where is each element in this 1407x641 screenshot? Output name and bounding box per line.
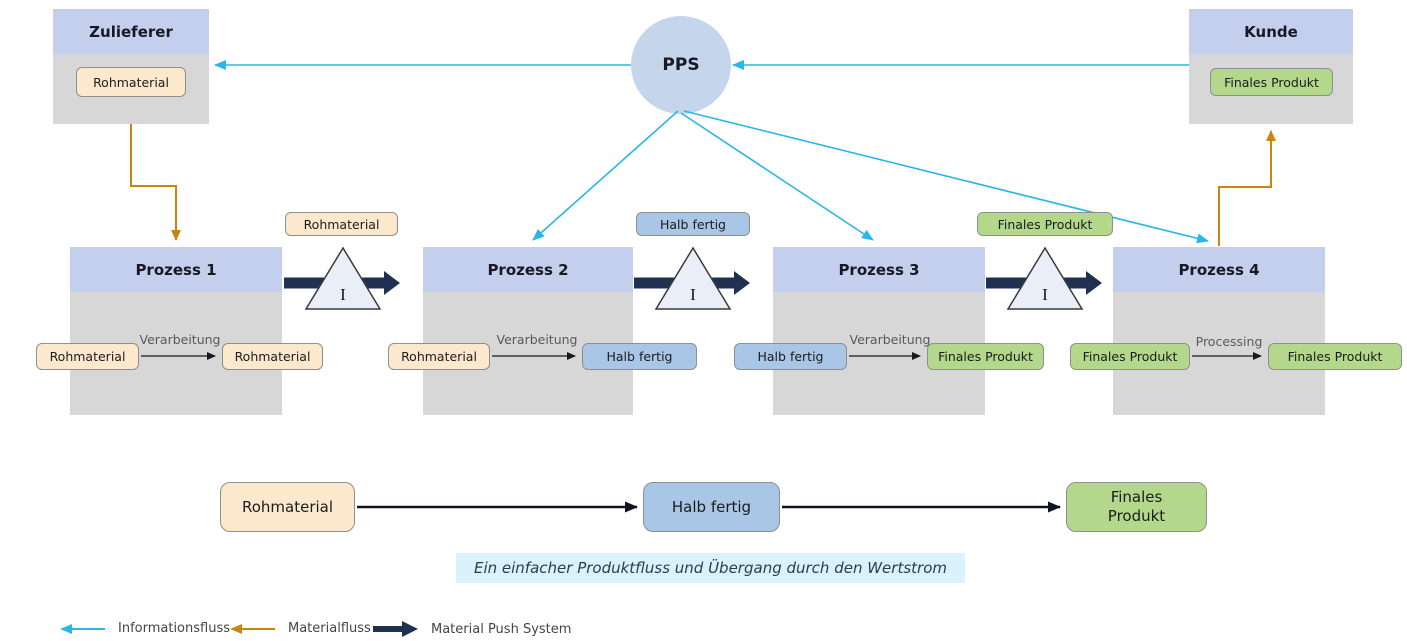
- info-flow-arrow-icon: [60, 623, 105, 634]
- process-3-box: Prozess 3: [773, 247, 985, 415]
- process-3-input-pill: Halb fertig: [734, 343, 847, 370]
- process-1-input-pill: Rohmaterial: [36, 343, 139, 370]
- flow-stage-rohmaterial: Rohmaterial: [220, 482, 355, 532]
- customer-item-pill: Finales Produkt: [1210, 68, 1333, 96]
- inventory-triangle-2: I: [654, 246, 732, 310]
- legend-label: Informationsfluss: [118, 621, 230, 636]
- legend-label: Materialfluss: [288, 621, 371, 636]
- inventory-label-1: I: [340, 285, 346, 304]
- process-1-title: Prozess 1: [70, 247, 282, 292]
- legend-informationsfluss: Informationsfluss: [60, 621, 230, 636]
- process-3-output-pill: Finales Produkt: [927, 343, 1044, 370]
- buffer-pill-rohmaterial: Rohmaterial: [285, 212, 398, 236]
- buffer-pill-halb-fertig: Halb fertig: [636, 212, 750, 236]
- legend-label: Material Push System: [431, 621, 572, 637]
- supplier-box: Zulieferer Rohmaterial: [53, 9, 209, 124]
- inventory-triangle-1: I: [304, 246, 382, 310]
- supplier-body: Rohmaterial: [53, 54, 209, 124]
- push-arrow-2: [634, 271, 750, 295]
- process-1-action-label: Verarbeitung: [139, 332, 221, 347]
- push-arrow-3: [986, 271, 1102, 295]
- process-2-box: Prozess 2: [423, 247, 633, 415]
- material-flow-supplier-to-process-1: [130, 124, 181, 241]
- pps-circle: PPS: [631, 16, 731, 114]
- push-arrow-1: [284, 271, 400, 295]
- inventory-triangle-3: I: [1006, 246, 1084, 310]
- material-flow-arrow-icon: [230, 623, 275, 634]
- customer-body: Finales Produkt: [1189, 54, 1353, 124]
- material-flow-process-4-to-customer: [1218, 130, 1276, 246]
- process-1-box: Prozess 1: [70, 247, 282, 415]
- inventory-label-3: I: [1042, 285, 1048, 304]
- process-3-title: Prozess 3: [773, 247, 985, 292]
- process-2-output-pill: Halb fertig: [582, 343, 697, 370]
- process-2-action-label: Verarbeitung: [496, 332, 578, 347]
- supplier-item-pill: Rohmaterial: [76, 67, 186, 97]
- supplier-title: Zulieferer: [53, 9, 209, 54]
- push-arrow-icon: [373, 621, 418, 637]
- process-4-input-pill: Finales Produkt: [1070, 343, 1190, 370]
- inventory-label-2: I: [690, 285, 696, 304]
- process-2-title: Prozess 2: [423, 247, 633, 292]
- process-2-input-pill: Rohmaterial: [388, 343, 490, 370]
- flow-stage-finales-produkt: Finales Produkt: [1066, 482, 1207, 532]
- flow-stage-halb-fertig: Halb fertig: [643, 482, 780, 532]
- diagram-caption: Ein einfacher Produktfluss und Übergang …: [456, 553, 965, 583]
- info-flow-pps-to-process-4: [683, 110, 1209, 244]
- customer-box: Kunde Finales Produkt: [1189, 9, 1353, 124]
- process-1-output-pill: Rohmaterial: [222, 343, 323, 370]
- process-4-box: Prozess 4: [1113, 247, 1325, 415]
- customer-title: Kunde: [1189, 9, 1353, 54]
- process-3-action-label: Verarbeitung: [849, 332, 931, 347]
- legend-materialfluss: Materialfluss: [230, 621, 371, 636]
- process-4-action-label: Processing: [1195, 334, 1263, 349]
- legend-material-push-system: Material Push System: [373, 621, 571, 637]
- process-4-output-pill: Finales Produkt: [1268, 343, 1402, 370]
- buffer-pill-finales-produkt: Finales Produkt: [977, 212, 1113, 236]
- process-4-title: Prozess 4: [1113, 247, 1325, 292]
